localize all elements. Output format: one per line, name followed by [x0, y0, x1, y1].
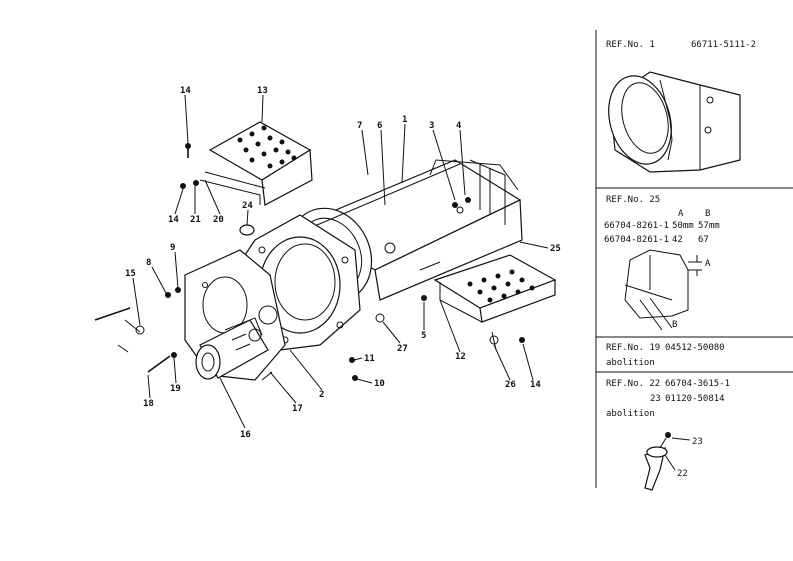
ref-22-label: REF.No. 22: [606, 379, 660, 389]
ref-19-part-number: 04512-50080: [665, 343, 725, 353]
ref-22-tag-23: 23: [692, 437, 703, 447]
callout-2: 2: [319, 390, 324, 400]
callout-14-top: 14: [180, 86, 191, 96]
ref-25-row2-part: 66704-8261-1: [604, 235, 669, 245]
callout-14-right: 14: [530, 380, 541, 390]
ref-22-tag-22: 22: [677, 469, 688, 479]
callout-14-left: 14: [168, 215, 179, 225]
callout-25: 25: [550, 244, 561, 254]
reference-panel: REF.No. 1 66711-5111-2 REF.No. 25 A B 66…: [595, 30, 793, 491]
callout-10: 10: [374, 379, 385, 389]
ref-22-part-number: 66704-3615-1: [665, 379, 730, 389]
callout-16: 16: [240, 430, 251, 440]
callout-9: 9: [170, 243, 175, 253]
callout-24: 24: [242, 201, 253, 211]
ref-1-label: REF.No. 1: [606, 40, 655, 50]
callout-4: 4: [456, 121, 462, 131]
ref-23-number: 23: [650, 394, 661, 404]
callout-21: 21: [190, 215, 201, 225]
callout-7: 7: [357, 121, 362, 131]
callout-11: 11: [364, 354, 375, 364]
starter-motor: [195, 317, 269, 380]
callout-13: 13: [257, 86, 268, 96]
callout-19: 19: [170, 384, 181, 394]
callout-18: 18: [143, 399, 154, 409]
ref-1-housing-sketch: [608, 71, 741, 173]
ref-23-part-number: 01120-50814: [665, 394, 725, 404]
ref-25-tag-b: B: [672, 320, 677, 330]
ref-25-row1-a: 50mm: [672, 221, 694, 231]
callout-17: 17: [292, 404, 303, 414]
ref-19-label: REF.No. 19: [606, 343, 660, 353]
callout-8: 8: [146, 258, 151, 268]
callout-12: 12: [455, 352, 466, 362]
callout-26: 26: [505, 380, 516, 390]
ref-1-part-number: 66711-5111-2: [691, 40, 756, 50]
leader-lines: [132, 94, 549, 429]
ref-19-note: abolition: [606, 358, 655, 368]
callout-20: 20: [213, 215, 224, 225]
step-plate-13: [180, 121, 313, 206]
callout-1: 1: [402, 115, 407, 125]
ref-25-col-a: A: [678, 209, 684, 219]
ref-25-row2-b: 67: [698, 235, 709, 245]
callout-6: 6: [377, 121, 382, 131]
ref-22-bracket-sketch: [644, 432, 691, 491]
ref-25-label: REF.No. 25: [606, 195, 660, 205]
main-assembly-drawing: 14 13 7 6 1 3 4 14 21 20 24 25 9 8 15 5 …: [94, 86, 561, 440]
ref-25-row1-b: 57mm: [698, 221, 720, 231]
ref-25-col-b: B: [705, 209, 710, 219]
ref-25-row1-part: 66704-8261-1: [604, 221, 669, 231]
ref-25-row2-a: 42: [672, 235, 683, 245]
small-hardware: [94, 224, 525, 381]
callout-15: 15: [125, 269, 136, 279]
step-plate-12: [433, 254, 557, 323]
ref-25-bracket-sketch: [624, 249, 702, 331]
ref-22-note: abolition: [606, 409, 655, 419]
callout-27: 27: [397, 344, 408, 354]
callout-3: 3: [429, 121, 434, 131]
ref-25-tag-a: A: [705, 259, 711, 269]
callout-5: 5: [421, 331, 426, 341]
